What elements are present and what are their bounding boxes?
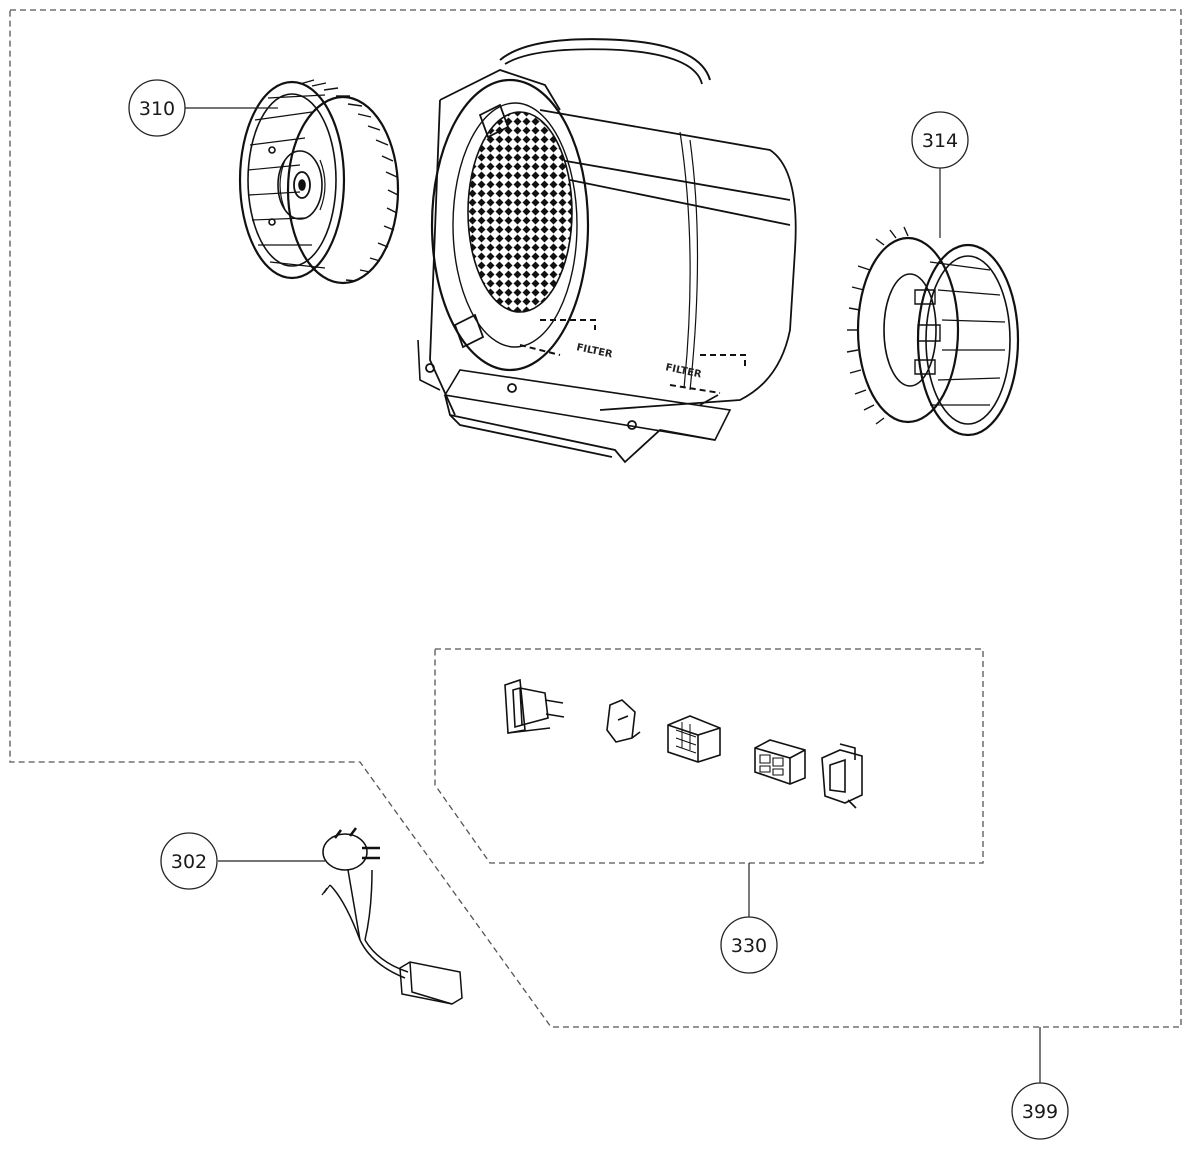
kit-boundary-330	[434, 648, 984, 864]
callout-330: 330	[720, 916, 778, 974]
callout-label-330: 330	[731, 935, 767, 957]
callout-label-314: 314	[922, 130, 958, 152]
connector-part-2	[606, 699, 641, 743]
connector-part-3	[667, 715, 721, 763]
housing-label-filter-left: FILTER	[575, 342, 613, 360]
blower-housing	[417, 38, 797, 464]
connector-part-5	[821, 743, 863, 809]
fan-wheel-314	[846, 226, 1020, 437]
callout-399: 399	[1011, 1082, 1069, 1140]
callout-314: 314	[911, 111, 969, 169]
housing-label-filter-right: FILTER	[664, 362, 702, 380]
callout-302: 302	[160, 832, 218, 890]
power-cable-302	[321, 827, 463, 1005]
connector-part-4	[754, 739, 806, 785]
connector-kit-330	[504, 678, 863, 809]
callout-310: 310	[128, 79, 186, 137]
callout-label-302: 302	[171, 851, 207, 873]
assembly-boundary-399	[9, 9, 1182, 1028]
leader-lines	[185, 107, 1041, 1083]
connector-part-1	[504, 678, 565, 734]
callout-label-310: 310	[139, 98, 175, 120]
fan-wheel-310	[238, 79, 400, 285]
callout-label-399: 399	[1022, 1101, 1058, 1123]
